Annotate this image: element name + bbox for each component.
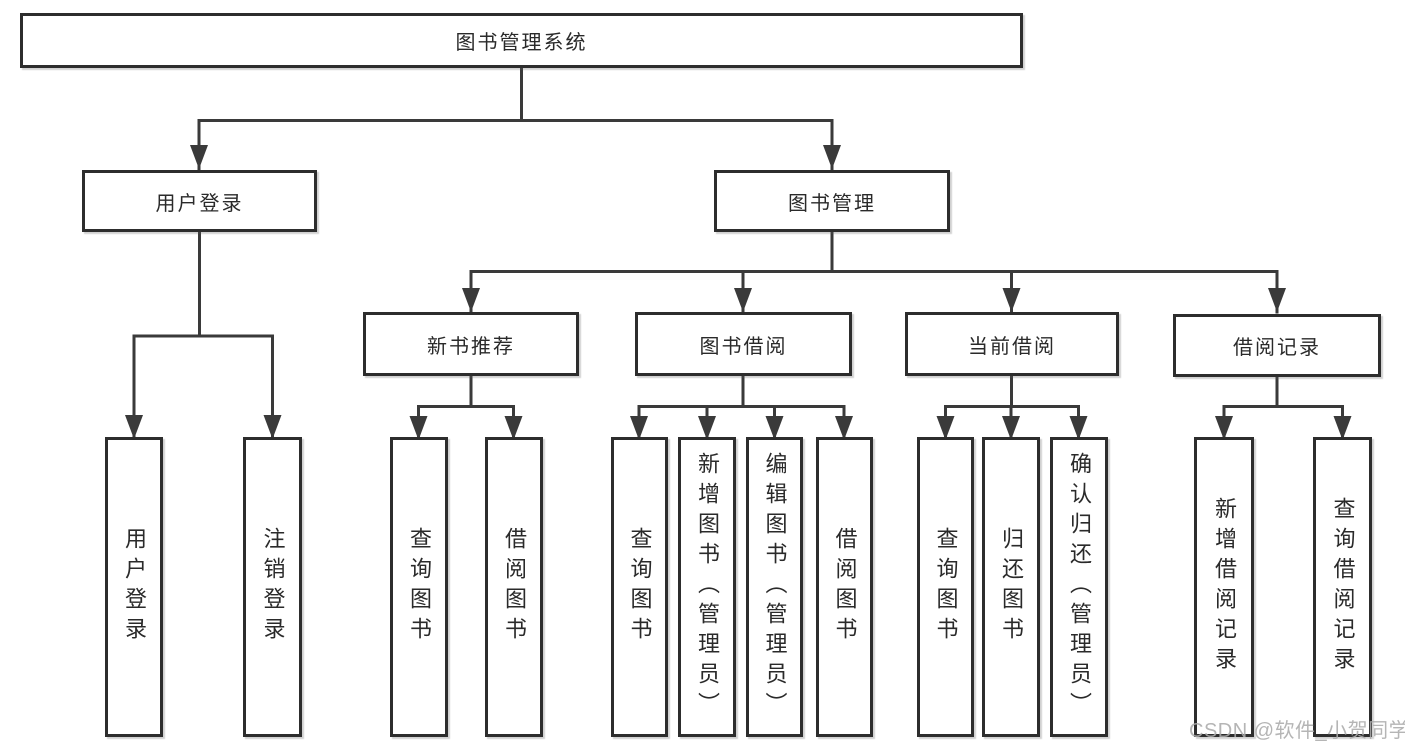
leaf-query-books-recommend: 查询图书 [390,437,448,737]
node-library-management-system: 图书管理系统 [20,13,1023,68]
node-borrowing-records: 借阅记录 [1173,314,1381,377]
node-label: 借阅图书 [832,527,858,647]
node-label: 查询图书 [407,527,432,647]
leaf-query-books-borrowing: 查询图书 [611,437,668,737]
node-label: 当前借阅 [968,335,1056,358]
node-user-login: 用户登录 [82,170,317,232]
leaf-add-borrow-record: 新增借阅记录 [1194,437,1254,737]
leaf-borrow-books: 借阅图书 [816,437,873,737]
node-new-book-recommend: 新书推荐 [363,312,579,376]
node-label: 借阅图书 [502,527,527,647]
leaf-confirm-return-admin: 确认归还（管理员） [1050,437,1108,737]
node-book-borrowing: 图书借阅 [635,312,852,376]
node-label: 图书管理系统 [455,32,588,54]
node-label: 查询图书 [933,527,959,647]
leaf-add-books-admin: 新增图书（管理员） [678,437,736,737]
node-label: 确认归还（管理员） [1067,452,1092,722]
leaf-query-books-current: 查询图书 [917,437,974,737]
node-label: 新书推荐 [427,335,515,358]
leaf-query-borrow-record: 查询借阅记录 [1313,437,1372,737]
leaf-user-login: 用户登录 [105,437,163,737]
leaf-logout: 注销登录 [243,437,302,737]
leaf-return-books: 归还图书 [982,437,1040,737]
node-label: 查询借阅记录 [1330,497,1356,677]
node-book-management: 图书管理 [714,170,950,232]
node-label: 新增借阅记录 [1212,497,1237,677]
node-label: 图书借阅 [699,335,788,358]
node-label: 借阅记录 [1233,337,1321,359]
node-label: 用户登录 [155,192,244,215]
node-label: 注销登录 [260,527,286,647]
csdn-watermark: CSDN @软件_小贺同学 [1189,720,1405,742]
node-current-borrowing: 当前借阅 [905,312,1119,376]
node-label: 归还图书 [999,527,1024,647]
node-label: 图书管理 [788,192,876,215]
node-label: 查询图书 [627,527,653,647]
node-label: 用户登录 [122,527,147,647]
node-label: 新增图书（管理员） [695,452,720,722]
node-label: 编辑图书（管理员） [762,452,788,722]
leaf-borrow-books-recommend: 借阅图书 [485,437,543,737]
leaf-edit-books-admin: 编辑图书（管理员） [746,437,803,737]
